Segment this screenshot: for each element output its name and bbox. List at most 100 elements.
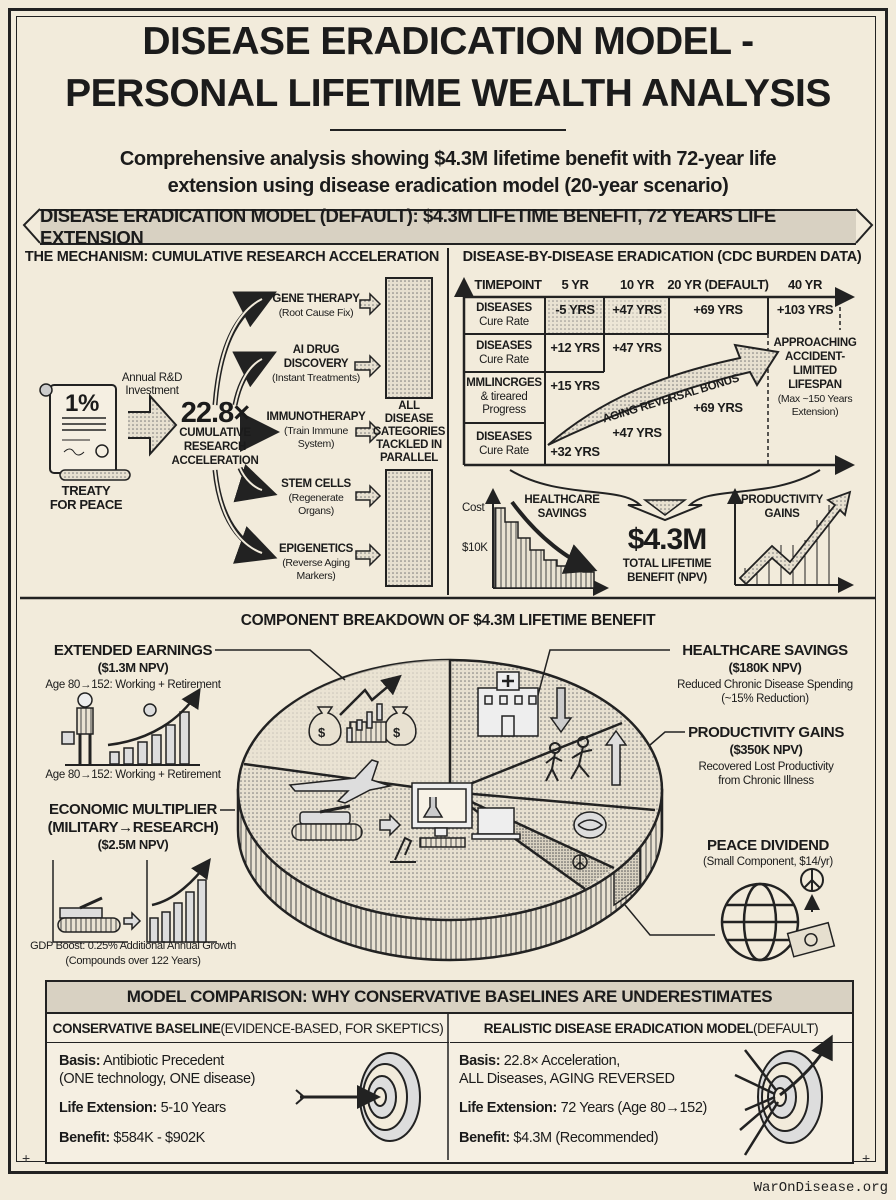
total-benefit-value: $4.3M	[627, 523, 707, 556]
tech-ai-drug-name1: AI DRUG	[292, 344, 340, 356]
basis-label: Basis:	[459, 1053, 501, 1069]
healthcare-savings-name: HEALTHCARE SAVINGS	[682, 642, 848, 659]
cell-r2-10yr: +47 YRS	[612, 340, 662, 355]
conservative-header-rest: (EVIDENCE-BASED, FOR SKEPTICS)	[220, 1020, 444, 1036]
healthcare-chart-title-1: HEALTHCARE	[524, 494, 600, 506]
extended-earnings-value: ($1.3M NPV)	[97, 660, 169, 675]
productivity-chart-title-2: GAINS	[764, 508, 800, 520]
footer-site-link[interactable]: WarOnDisease.org	[753, 1180, 888, 1196]
total-benefit-label-1: TOTAL LIFETIME	[622, 558, 712, 570]
breakdown-title: COMPONENT BREAKDOWN OF $4.3M LIFETIME BE…	[240, 612, 656, 629]
tech-ai-drug-desc: (Instant Treatments)	[272, 372, 360, 384]
life-label: Life Extension:	[459, 1100, 557, 1116]
header-5yr: 5 YR	[561, 277, 589, 292]
endpoint-3: LIMITED	[793, 365, 837, 377]
tech-ai-drug-name2: DISCOVERY	[283, 358, 349, 370]
multiplier-label-3: ACCELERATION	[171, 455, 259, 467]
life-value: 5-10 Years	[156, 1100, 227, 1116]
tech-epigenetics-desc2: Markers)	[296, 570, 336, 582]
life-label: Life Extension:	[59, 1100, 157, 1116]
cell-r3-20yr: +69 YRS	[693, 400, 743, 415]
economic-multiplier-note2: (Compounds over 122 Years)	[65, 955, 201, 967]
tech-immunotherapy-desc1: (Train Immune	[284, 425, 348, 437]
realistic-header-bold: REALISTIC DISEASE ERADICATION MODEL	[483, 1020, 754, 1036]
multiplier-label-2: RESEARCH	[183, 441, 247, 453]
target-label-4: TACKLED IN	[376, 439, 442, 451]
corner-mark: +	[862, 1150, 871, 1166]
economic-multiplier-name1: ECONOMIC MULTIPLIER	[49, 801, 217, 818]
conservative-basis-2: (ONE technology, ONE disease)	[59, 1071, 256, 1087]
conservative-life-extension: Life Extension: 5-10 Years	[59, 1099, 226, 1117]
treaty-percent: 1%	[65, 390, 99, 417]
realistic-basis: Basis: 22.8× Acceleration,	[459, 1052, 620, 1070]
mechanism-title: THE MECHANISM: CUMULATIVE RESEARCH ACCEL…	[24, 249, 440, 265]
total-benefit-label-2: BENEFIT (NPV)	[627, 572, 707, 584]
conservative-header: CONSERVATIVE BASELINE (EVIDENCE-BASED, F…	[47, 1014, 449, 1043]
row1-label: DISEASES	[476, 302, 532, 314]
peace-dividend-note: (Small Component, $14/yr)	[703, 856, 833, 868]
life-value: 72 Years (Age 80→152)	[556, 1100, 708, 1116]
row4-label: DISEASES	[476, 431, 532, 443]
healthcare-savings-value: ($180K NPV)	[728, 660, 802, 675]
row2-sublabel: Cure Rate	[479, 354, 529, 366]
productivity-gains-note1: Recovered Lost Productivity	[698, 761, 834, 773]
tech-gene-therapy-name: GENE THERAPY	[272, 293, 360, 305]
subtitle-line2: extension using disease eradication mode…	[167, 175, 729, 197]
comparison-title: MODEL COMPARISON: WHY CONSERVATIVE BASEL…	[47, 982, 852, 1014]
healthcare-chart-title-2: SAVINGS	[537, 508, 587, 520]
header-20yr: 20 YR (DEFAULT)	[667, 277, 769, 292]
cell-r3-5yr: +15 YRS	[550, 378, 600, 393]
healthcare-chart-tick: $10K	[462, 542, 488, 554]
treaty-label-1: TREATY	[61, 483, 111, 498]
cell-r1-20yr: +69 YRS	[693, 302, 743, 317]
corner-mark: +	[22, 1150, 31, 1166]
cell-r4-5yr: +32 YRS	[550, 444, 600, 459]
page-title-line1: DISEASE ERADICATION MODEL -	[142, 20, 754, 63]
tech-epigenetics-name: EPIGENETICS	[278, 543, 354, 555]
target-label-5: PARALLEL	[379, 452, 439, 464]
extended-earnings-name: EXTENDED EARNINGS	[53, 642, 213, 659]
row3-sublabel2: Progress	[482, 404, 526, 416]
row2-label: DISEASES	[476, 340, 532, 352]
economic-multiplier-note1: GDP Boost: 0.25% Additional Annual Growt…	[30, 940, 236, 952]
endpoint-note-1: (Max ~150 Years	[777, 393, 853, 405]
basis-label: Basis:	[59, 1053, 101, 1069]
cell-r1-5yr: -5 YRS	[555, 302, 595, 317]
tech-stem-cells-desc1: (Regenerate	[288, 492, 344, 504]
healthcare-savings-note1: Reduced Chronic Disease Spending	[677, 679, 853, 691]
healthcare-savings-note2: (~15% Reduction)	[721, 693, 809, 705]
endpoint-1: APPROACHING	[773, 337, 857, 349]
target-label-1: ALL	[398, 400, 420, 412]
endpoint-note-2: Extension)	[791, 406, 839, 418]
conservative-benefit: Benefit: $584K - $902K	[59, 1129, 205, 1147]
subtitle-line1: Comprehensive analysis showing $4.3M lif…	[119, 148, 777, 170]
benefit-label: Benefit:	[459, 1130, 510, 1146]
benefit-label: Benefit:	[59, 1130, 110, 1146]
model-comparison-table: MODEL COMPARISON: WHY CONSERVATIVE BASEL…	[45, 980, 854, 1164]
economic-multiplier-name2: (MILITARY→RESEARCH)	[47, 819, 219, 836]
extended-earnings-caption: Age 80→152: Working + Retirement	[45, 769, 221, 781]
realistic-life-extension: Life Extension: 72 Years (Age 80→152)	[459, 1099, 707, 1117]
multiplier-label-1: CUMULATIVE	[179, 427, 251, 439]
economic-multiplier-value: ($2.5M NPV)	[97, 837, 169, 852]
productivity-gains-note2: from Chronic Illness	[718, 775, 814, 787]
tech-epigenetics-desc1: (Reverse Aging	[282, 557, 350, 569]
tech-stem-cells-desc2: Organs)	[298, 505, 334, 517]
row3-sublabel: & tireared	[480, 391, 528, 403]
productivity-gains-name: PRODUCTIVITY GAINS	[688, 724, 844, 741]
header-40yr: 40 YR	[788, 277, 822, 292]
multiplier-value: 22.8×	[180, 397, 250, 429]
input-label-2: Investment	[125, 385, 179, 397]
realistic-benefit: Benefit: $4.3M (Recommended)	[459, 1129, 659, 1147]
eradication-title: DISEASE-BY-DISEASE ERADICATION (CDC BURD…	[462, 249, 862, 265]
target-label-3: CATEGORIES	[372, 426, 446, 438]
peace-dividend-name: PEACE DIVIDEND	[707, 837, 829, 854]
header-10yr: 10 YR	[620, 277, 654, 292]
realistic-basis-2: ALL Diseases, AGING REVERSED	[459, 1071, 675, 1087]
cell-r1-40yr: +103 YRS	[776, 302, 834, 317]
endpoint-2: ACCIDENT-	[785, 351, 845, 363]
tech-stem-cells-name: STEM CELLS	[281, 478, 351, 490]
healthcare-chart-ylabel: Cost	[462, 502, 485, 514]
row4-sublabel: Cure Rate	[479, 445, 529, 457]
conservative-header-bold: CONSERVATIVE BASELINE	[52, 1020, 221, 1036]
